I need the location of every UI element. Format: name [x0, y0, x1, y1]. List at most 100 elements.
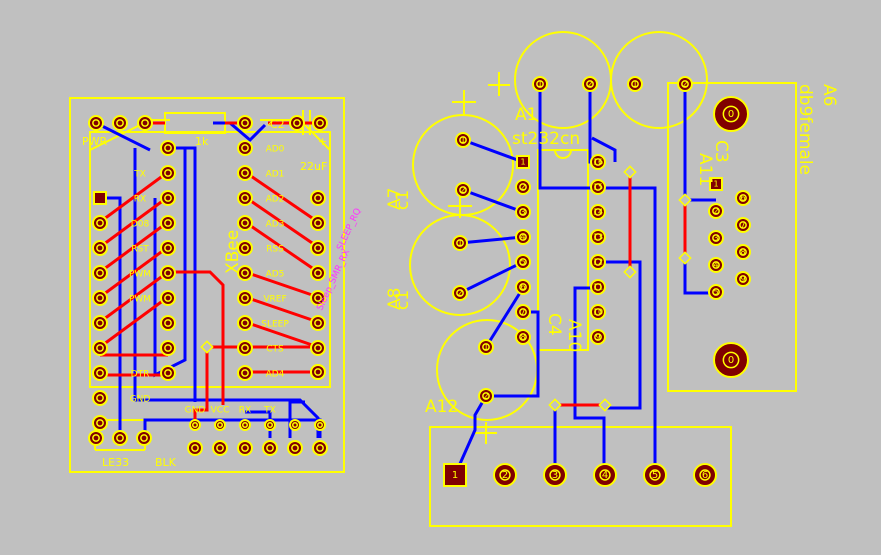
trace-blue: [598, 186, 657, 475]
bottom-header-pad: [443, 463, 467, 487]
xbee-inner-right-pin-pad-hole: [241, 344, 249, 352]
pwr-led-pad: [112, 115, 128, 131]
xbee-inner-left-pin-pad: [160, 340, 176, 356]
cap-pin-number: 2: [682, 80, 687, 89]
trace-blue: [598, 260, 642, 410]
db9-pin-pad: [708, 284, 724, 300]
xbee-header-pad-top: [314, 419, 326, 431]
db9-pin-number: 7: [740, 221, 745, 230]
xbee-inner-left-pin-pad: [160, 240, 176, 256]
trace-blue: [683, 258, 716, 295]
st232-pin-pad-hole: [519, 233, 527, 241]
xbee-header-pad: [287, 440, 303, 456]
xbee-right-pin-pad-hole: [314, 219, 322, 227]
via: [623, 265, 637, 279]
bottom-header-pin-number: 4: [602, 470, 608, 481]
st232-pin-pad-hole: [594, 183, 602, 191]
xbee-header-pad-top: [239, 419, 251, 431]
xbee-header-pad-hole: [191, 444, 199, 452]
xbee-module-notch-right: [260, 119, 331, 200]
st232-pin-pad: [515, 329, 531, 345]
cap-pin-number: 1: [460, 136, 465, 145]
st232-pin-pad: [515, 254, 531, 270]
db9-pin-pad-hole: [739, 221, 747, 229]
cap-c2-label: C2: [270, 118, 285, 131]
xbee-left-pin-pad: [92, 265, 108, 281]
st232-pin-pad-hole: [519, 283, 527, 291]
trace-blue: [95, 121, 151, 152]
xbee-left-pin-pad: [92, 390, 108, 406]
trace-red: [193, 347, 209, 425]
xbee-right-pin-label: VREF: [263, 295, 286, 305]
st232-pin-pad: [590, 179, 606, 195]
xbee-right-pin-pad-hole: [314, 294, 322, 302]
xbee-right-pin-pad-hole: [314, 319, 322, 327]
st232-pin-number: 3: [520, 208, 525, 217]
db9-pin-pad: [735, 217, 751, 233]
cap-pin-number: 1: [537, 80, 542, 89]
db9-pin-pad-hole: [739, 275, 747, 283]
xbee-right-pin-pad: [310, 364, 326, 380]
regulator-pad: [112, 430, 128, 446]
xbee-inner-right-pin-pad-hole: [241, 319, 249, 327]
xbee-right-pin-label: AD0: [266, 145, 285, 155]
cap-pin-number: 2: [483, 392, 488, 401]
trace-blue: [462, 188, 524, 214]
pin-numbers-layer: TXRXD08RSTPWMPWMDTRGNDAD0AD1AD2AD3RSSAD5…: [129, 80, 746, 482]
xbee-header-pad: [212, 440, 228, 456]
via: [548, 398, 562, 412]
cap-pad: [478, 388, 494, 404]
xbee-header-pad-top-hole: [217, 422, 223, 428]
xbee-header-label: GND: [185, 406, 206, 416]
trace-blue: [213, 121, 267, 143]
db9-mount-hole: [713, 342, 749, 378]
xbee-left-pin-pad: [93, 191, 107, 205]
xbee-left-pin-pad-hole: [96, 269, 104, 277]
silkscreen-outlines: [69, 31, 797, 527]
st232-pin-pad: [590, 204, 606, 220]
regulator-pad-hole: [116, 434, 124, 442]
xbee-header-label: VCC: [211, 406, 230, 416]
st232-pin-pad-hole: [594, 208, 602, 216]
regulator-label: LE33: [102, 456, 129, 469]
xbee-right-pin-pad-hole: [314, 368, 322, 376]
xbee-right-pin-label: SLEEP: [261, 320, 289, 330]
plus-sign-a12: [475, 422, 497, 444]
resistor-pad-hole: [141, 119, 149, 127]
st232-pin-pad-hole: [594, 308, 602, 316]
xbee-right-pin-label: AD1: [266, 170, 285, 180]
xbee-right-pin-pad-hole: [314, 244, 322, 252]
xbee-left-pin-label: RST: [131, 245, 149, 255]
db9-mount-label: 0: [728, 109, 734, 120]
xbee-right-pin-pad: [310, 290, 326, 306]
trace-blue: [453, 395, 488, 476]
st232-pin-pad: [515, 279, 531, 295]
resistor-label: 1k: [195, 135, 209, 148]
cap-pad-hole: [586, 80, 594, 88]
resistor-pad: [237, 115, 253, 131]
cap-pad: [452, 285, 468, 301]
via: [678, 193, 692, 207]
xbee-inner-right-pin-pad-hole: [241, 194, 249, 202]
db9-mount-label: 0: [728, 355, 734, 366]
st232-pin-pad-hole: [519, 333, 527, 341]
xbee-header-pad-top: [264, 419, 276, 431]
xbee-inner-right-pin-pad: [237, 340, 253, 356]
pwr-led-pad-hole: [92, 119, 100, 127]
cap-pad-hole: [631, 80, 639, 88]
st232-pin-number: 14: [593, 208, 603, 217]
cap-a7-designator: A7: [385, 188, 405, 210]
xbee-inner-left-pin-pad: [160, 315, 176, 331]
db9-pin-number: 4: [713, 261, 718, 270]
chip-a10-label: A10: [564, 319, 584, 352]
xbee-inner-left-pin-pad: [160, 165, 176, 181]
db9-part: db9female: [795, 84, 815, 175]
bottom-header-pin-number: 1: [452, 470, 458, 481]
chip-designator: A1: [515, 105, 537, 125]
xbee-header-pad-top-hole: [292, 422, 298, 428]
xbee-left-pin-pad-hole: [96, 219, 104, 227]
db9-mount-hole: [713, 96, 749, 132]
resistor-pad-hole: [241, 119, 249, 127]
xbee-left-pin-pad-hole: [96, 244, 104, 252]
